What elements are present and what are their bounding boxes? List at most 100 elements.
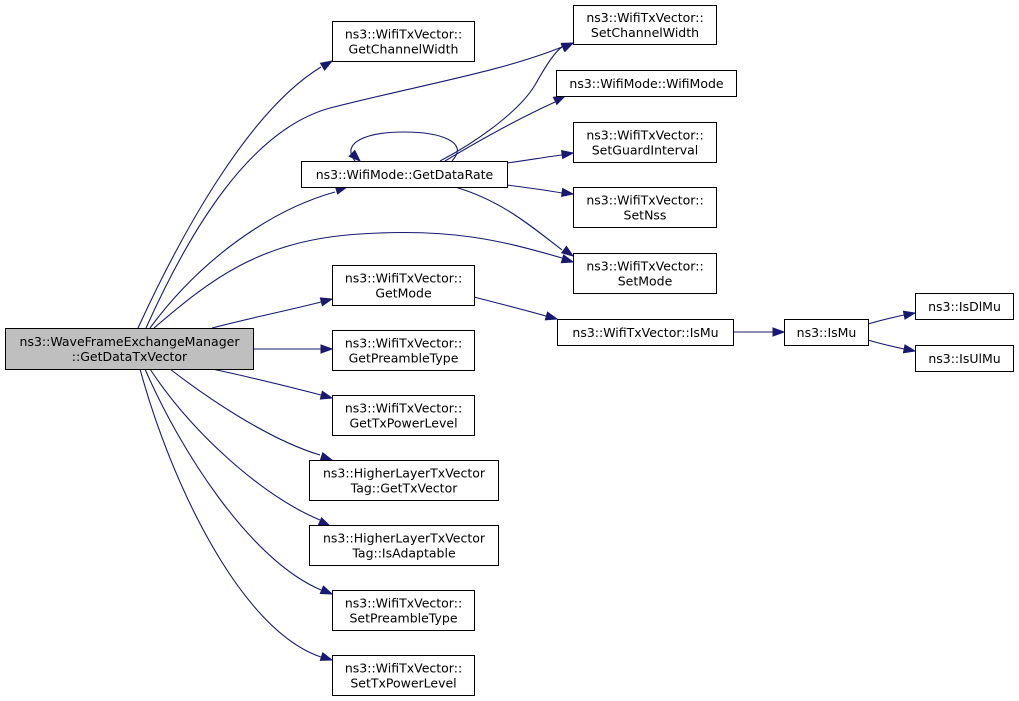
node-box[interactable]	[573, 5, 717, 45]
arrow-head-icon	[902, 310, 917, 320]
edge-isMu-to-isDlMu	[867, 310, 917, 325]
node-label-line: Tag::IsAdaptable	[351, 546, 456, 561]
edge-line	[153, 231, 563, 329]
node-root[interactable]: ns3::WaveFrameExchangeManager::GetDataTx…	[5, 328, 254, 370]
node-getMode[interactable]: ns3::WifiTxVector::GetMode	[332, 265, 475, 306]
node-isMuTxVector[interactable]: ns3::WifiTxVector::IsMu	[557, 319, 734, 346]
node-label-line: ns3::WifiTxVector::IsMu	[572, 325, 718, 340]
node-box[interactable]	[573, 122, 717, 163]
node-label-line: ns3::IsDlMu	[928, 299, 1001, 314]
node-label-line: GetPreambleType	[349, 351, 459, 366]
node-label-line: SetPreambleType	[349, 611, 457, 626]
edge-root-to-getChannelWidth	[137, 60, 334, 329]
arrow-head-icon	[348, 149, 362, 163]
edge-isMu-to-isUlMu	[867, 339, 917, 354]
arrow-head-icon	[319, 651, 334, 661]
node-label-line: ns3::IsUlMu	[928, 351, 1000, 366]
edge-root-to-setTxPowerLevel	[139, 368, 334, 661]
node-box[interactable]	[309, 525, 499, 566]
node-getChannelWidth[interactable]: ns3::WifiTxVector::GetChannelWidth	[332, 21, 475, 62]
edge-root-to-setPreambleType	[144, 368, 334, 595]
node-box[interactable]	[557, 319, 734, 346]
node-box[interactable]	[301, 161, 508, 188]
edge-getMode-to-isMuTxVector	[473, 296, 559, 321]
node-box[interactable]	[332, 395, 475, 436]
arrow-head-icon	[319, 60, 334, 71]
edge-root-to-getTxVector	[169, 368, 334, 461]
edge-line	[454, 186, 563, 251]
node-box[interactable]	[332, 265, 475, 306]
node-label-line: ns3::WifiTxVector::	[345, 336, 462, 351]
node-setGuardInterval[interactable]: ns3::WifiTxVector::SetGuardInterval	[573, 122, 717, 163]
edge-line	[137, 66, 322, 329]
arrow-head-icon	[317, 517, 332, 527]
node-label-line: GetTxPowerLevel	[349, 416, 457, 431]
edge-root-to-getMode	[211, 297, 334, 329]
node-label-line: ns3::IsMu	[797, 325, 857, 340]
node-setTxPowerLevel[interactable]: ns3::WifiTxVector::SetTxPowerLevel	[332, 655, 475, 696]
arrow-head-icon	[552, 95, 567, 106]
node-box[interactable]	[5, 328, 254, 370]
edge-getDataRate-to-setChannelWidth	[439, 42, 575, 162]
node-setNss[interactable]: ns3::WifiTxVector::SetNss	[573, 187, 717, 228]
node-setMode[interactable]: ns3::WifiTxVector::SetMode	[573, 253, 717, 294]
edge-getDataRate-to-wifiMode	[444, 95, 567, 162]
node-box[interactable]	[556, 70, 737, 97]
edge-line	[473, 296, 547, 317]
node-isDlMu[interactable]: ns3::IsDlMu	[915, 293, 1014, 320]
node-label-line: ns3::WaveFrameExchangeManager	[20, 334, 241, 349]
nodes-layer: ns3::WaveFrameExchangeManager::GetDataTx…	[5, 5, 1014, 696]
arrow-head-icon	[560, 187, 575, 198]
node-box[interactable]	[573, 187, 717, 228]
arrow-head-icon	[772, 327, 786, 337]
node-box[interactable]	[915, 345, 1014, 372]
node-box[interactable]	[573, 253, 717, 294]
edge-line	[506, 154, 563, 164]
node-box[interactable]	[332, 590, 475, 631]
edge-line	[211, 368, 322, 396]
edge-root-to-getPreambleType	[253, 344, 334, 354]
node-label-line: ns3::WifiTxVector::	[345, 596, 462, 611]
node-isUlMu[interactable]: ns3::IsUlMu	[915, 345, 1014, 372]
node-box[interactable]	[332, 21, 475, 62]
node-label-line: GetMode	[375, 286, 432, 301]
node-label-line: SetGuardInterval	[592, 143, 699, 158]
node-setChannelWidth[interactable]: ns3::WifiTxVector::SetChannelWidth	[573, 5, 717, 45]
node-getTxPowerLevel[interactable]: ns3::WifiTxVector::GetTxPowerLevel	[332, 395, 475, 436]
node-box[interactable]	[332, 330, 475, 371]
edge-line	[144, 368, 322, 591]
node-isMu[interactable]: ns3::IsMu	[784, 319, 869, 346]
edge-line	[506, 184, 563, 194]
edge-getDataRate-to-setNss	[506, 184, 575, 198]
arrow-head-icon	[544, 311, 559, 321]
arrow-head-icon	[319, 390, 334, 400]
edge-getDataRate-to-setMode	[454, 186, 575, 257]
node-label-line: ns3::WifiMode::GetDataRate	[316, 167, 494, 182]
arrow-head-icon	[320, 344, 334, 354]
edge-line	[867, 339, 905, 350]
arrow-head-icon	[560, 245, 575, 257]
node-label-line: SetNss	[624, 208, 667, 223]
node-box[interactable]	[309, 460, 499, 501]
node-label-line: ns3::WifiTxVector::	[586, 128, 703, 143]
node-label-line: SetChannelWidth	[591, 25, 699, 40]
node-getPreambleType[interactable]: ns3::WifiTxVector::GetPreambleType	[332, 330, 475, 371]
edges-layer	[137, 42, 917, 661]
node-label-line: SetTxPowerLevel	[350, 676, 456, 691]
node-label-line: ns3::WifiTxVector::	[345, 271, 462, 286]
edge-root-to-isAdaptable	[149, 368, 332, 527]
node-box[interactable]	[915, 293, 1014, 320]
edge-root-to-setMode	[153, 231, 575, 329]
edge-root-to-getTxPowerLevel	[211, 368, 334, 400]
arrow-head-icon	[319, 451, 334, 461]
edge-line	[444, 101, 556, 162]
node-wifiMode[interactable]: ns3::WifiMode::WifiMode	[556, 70, 737, 97]
edge-line	[867, 314, 905, 325]
node-box[interactable]	[784, 319, 869, 346]
node-box[interactable]	[332, 655, 475, 696]
node-setPreambleType[interactable]: ns3::WifiTxVector::SetPreambleType	[332, 590, 475, 631]
node-getDataRate[interactable]: ns3::WifiMode::GetDataRate	[301, 161, 508, 188]
